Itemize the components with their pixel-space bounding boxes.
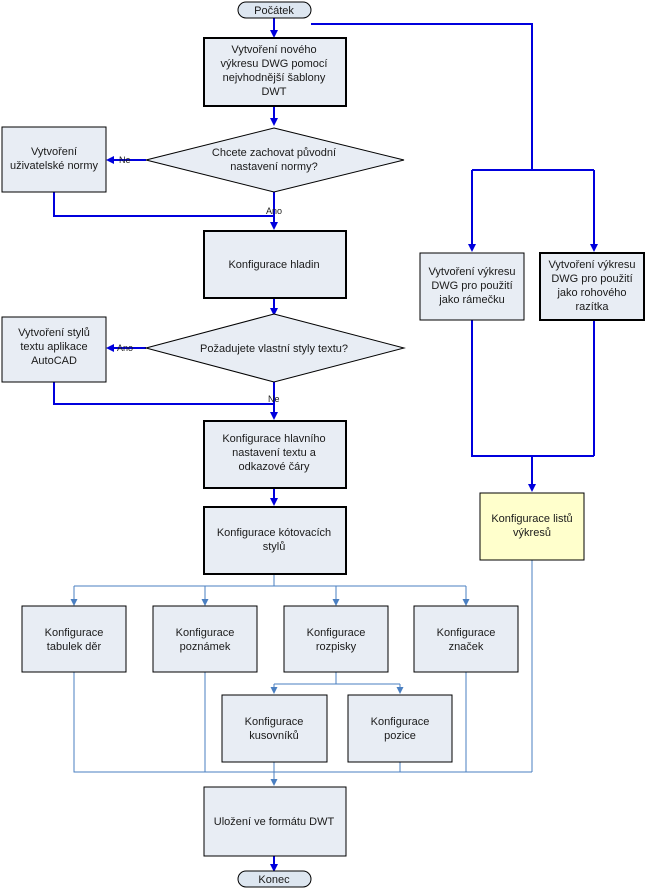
user-norm-box: Vytvoření uživatelské normy bbox=[1, 126, 107, 193]
parts-lists-line-2: kusovníků bbox=[249, 730, 299, 742]
main-connectors bbox=[53, 18, 598, 872]
frame-dwg-line-1: Vytvoření výkresu bbox=[428, 266, 515, 278]
parts-lists-line-1: Konfigurace bbox=[245, 716, 304, 728]
main-text-line-3: odkazové čáry bbox=[239, 461, 310, 473]
create-dwg-line-1: Vytvoření nového bbox=[231, 44, 316, 56]
balloons-box: Konfigurace pozice bbox=[347, 694, 453, 763]
thin-connectors bbox=[70, 560, 533, 786]
keep-norm-line-2: nastavení normy? bbox=[230, 161, 317, 173]
sheet-config-line-1: Konfigurace listů bbox=[491, 513, 572, 525]
symbols-line-1: Konfigurace bbox=[437, 627, 496, 639]
bom-line-1: Konfigurace bbox=[307, 627, 366, 639]
symbols-line-2: značek bbox=[449, 641, 484, 653]
balloons-line-2: pozice bbox=[384, 730, 416, 742]
hole-tables-line-1: Konfigurace bbox=[45, 627, 104, 639]
autocad-text-line-2: textu aplikace bbox=[20, 341, 87, 353]
create-dwg-line-2: výkresu DWG pomocí bbox=[221, 58, 328, 70]
title-block-line-2: DWG pro použití bbox=[551, 273, 632, 285]
end-terminal: Konec bbox=[237, 870, 312, 888]
start-terminal: Počátek bbox=[237, 1, 312, 19]
notes-line-1: Konfigurace bbox=[176, 627, 235, 639]
keep-norm-decision: Chcete zachovat původní nastavení normy? bbox=[145, 127, 405, 193]
symbols-box: Konfigurace značek bbox=[413, 605, 519, 673]
sheet-config-box: Konfigurace listů výkresů bbox=[479, 492, 585, 561]
branch-label-ne-1: Ne bbox=[119, 155, 131, 165]
text-style-decision: Požadujete vlastní styly textu? bbox=[144, 313, 406, 383]
title-block-line-1: Vytvoření výkresu bbox=[548, 259, 635, 271]
title-block-line-3: jako rohového bbox=[556, 287, 626, 299]
sheet-config-line-2: výkresů bbox=[513, 527, 551, 539]
layers-label: Konfigurace hladin bbox=[228, 259, 319, 271]
layers-box: Konfigurace hladin bbox=[203, 230, 347, 299]
hole-tables-box: Konfigurace tabulek děr bbox=[21, 605, 127, 673]
text-style-question-label: Požadujete vlastní styly textu? bbox=[200, 343, 348, 355]
autocad-text-styles-box: Vytvoření stylů textu aplikace AutoCAD bbox=[1, 316, 107, 383]
dim-styles-line-1: Konfigurace kótovacích bbox=[217, 527, 331, 539]
hole-tables-line-2: tabulek děr bbox=[47, 641, 102, 653]
frame-dwg-line-3: jako rámečku bbox=[438, 294, 504, 306]
branch-label-ne-2: Ne bbox=[268, 394, 280, 404]
notes-box: Konfigurace poznámek bbox=[152, 605, 258, 673]
save-dwt-box: Uložení ve formátu DWT bbox=[203, 786, 347, 857]
start-label: Počátek bbox=[254, 5, 294, 17]
notes-line-2: poznámek bbox=[180, 641, 231, 653]
create-dwg-line-3: nejvhodnější šablony bbox=[223, 72, 326, 84]
dim-styles-line-2: stylů bbox=[263, 541, 286, 553]
balloons-line-1: Konfigurace bbox=[371, 716, 430, 728]
branch-label-ano-1: Ano bbox=[266, 206, 282, 216]
bom-box: Konfigurace rozpisky bbox=[283, 605, 389, 673]
bom-line-2: rozpisky bbox=[316, 641, 357, 653]
parts-lists-box: Konfigurace kusovníků bbox=[221, 694, 328, 763]
branch-label-ano-2: Ano bbox=[117, 343, 133, 353]
frame-dwg-line-2: DWG pro použití bbox=[431, 280, 512, 292]
main-text-line-1: Konfigurace hlavního bbox=[222, 433, 325, 445]
title-block-line-4: razítka bbox=[575, 301, 609, 313]
end-label: Konec bbox=[258, 874, 290, 886]
title-block-dwg-box: Vytvoření výkresu DWG pro použití jako r… bbox=[539, 252, 645, 321]
keep-norm-line-1: Chcete zachovat původní bbox=[212, 147, 336, 159]
frame-dwg-box: Vytvoření výkresu DWG pro použití jako r… bbox=[419, 252, 525, 321]
dim-styles-box: Konfigurace kótovacích stylů bbox=[203, 506, 347, 575]
main-text-settings-box: Konfigurace hlavního nastavení textu a o… bbox=[203, 420, 347, 489]
save-dwt-label: Uložení ve formátu DWT bbox=[214, 816, 335, 828]
autocad-text-line-1: Vytvoření stylů bbox=[18, 327, 90, 339]
user-norm-line-1: Vytvoření bbox=[31, 146, 77, 158]
user-norm-line-2: uživatelské normy bbox=[10, 160, 99, 172]
create-dwg-box: Vytvoření nového výkresu DWG pomocí nejv… bbox=[203, 37, 347, 107]
create-dwg-line-4: DWT bbox=[261, 86, 286, 98]
main-text-line-2: nastavení textu a bbox=[232, 447, 317, 459]
autocad-text-line-3: AutoCAD bbox=[31, 355, 77, 367]
